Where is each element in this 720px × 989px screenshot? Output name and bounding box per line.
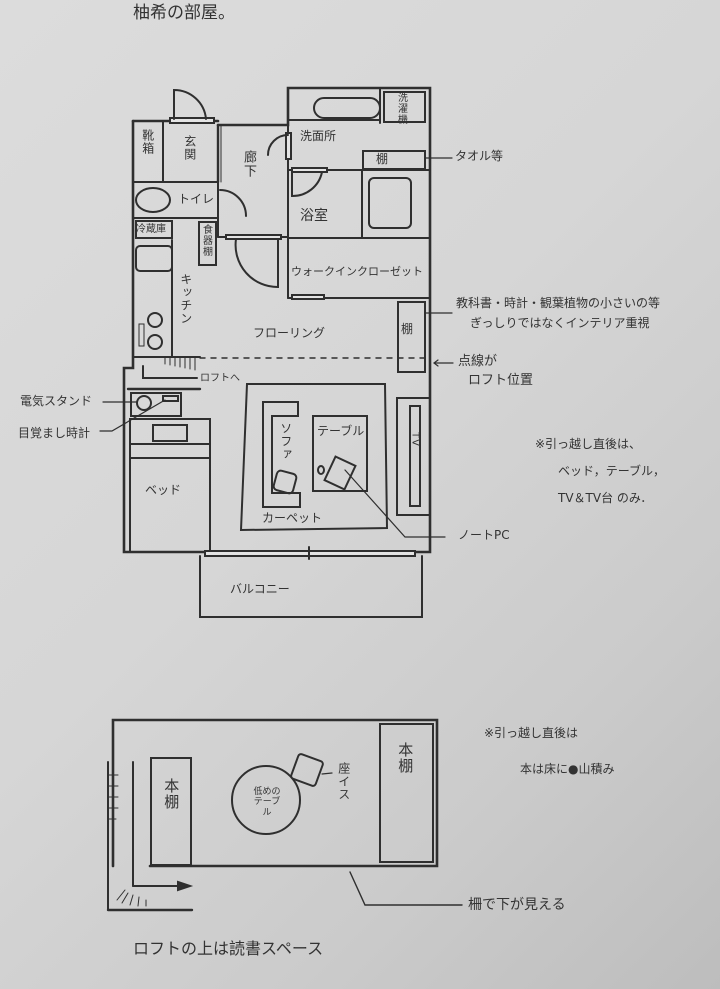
towel-note: タオル等 <box>455 149 504 163</box>
loft-note-line1: ※引っ越し直後は <box>484 726 579 740</box>
leader-lines <box>99 157 454 432</box>
sofa-label: ソファ <box>278 422 293 461</box>
move-note-line1: ※引っ越し直後は、 <box>535 437 642 451</box>
dotted-note-line1: 点線が <box>458 354 498 369</box>
loft-ladder-arrow <box>142 365 198 379</box>
fridge-label: 冷蔵庫 <box>136 224 166 235</box>
floor-chair <box>290 753 324 787</box>
flooring-label: フローリング <box>253 326 326 340</box>
loft-plan <box>106 718 463 912</box>
carpet-outline <box>239 383 389 532</box>
fence-note: 柵で下が見える <box>468 897 566 913</box>
wash-shelf-label: 棚 <box>376 152 389 166</box>
toilet-door <box>219 189 247 217</box>
sofa <box>262 401 301 508</box>
washer-label: 洗濯機 <box>395 92 407 125</box>
stove-burner <box>147 334 163 350</box>
floor-chair-label: 座イス <box>336 762 351 801</box>
table <box>312 415 368 492</box>
low-table-label: 低めのテーブル <box>253 787 281 818</box>
tv-stand <box>396 397 431 516</box>
laptop-label: ノートPC <box>458 528 510 542</box>
cupboard-box <box>198 221 217 266</box>
tv <box>409 405 421 507</box>
table-label: テーブル <box>317 424 365 438</box>
main-shelf-label: 棚 <box>401 322 414 336</box>
laptop <box>323 455 357 491</box>
toilet-label: トイレ <box>178 192 215 206</box>
lamp <box>136 395 152 411</box>
alarm-clock <box>162 395 179 402</box>
move-note-line2: ベッド，テーブル， <box>558 464 666 478</box>
loft-bookshelf-right-label: 本棚 <box>396 742 415 774</box>
pillow <box>152 424 188 442</box>
loft-bookshelf-left-label: 本棚 <box>162 778 181 810</box>
closet-label: ウォークインクローゼット <box>291 265 423 278</box>
balcony-outline <box>199 555 423 618</box>
mouse <box>317 465 325 475</box>
alarm-clock-label: 目覚まし時計 <box>18 426 91 440</box>
room-door <box>234 238 279 289</box>
corridor-label: 廊下 <box>240 150 256 178</box>
bathtub <box>368 177 412 229</box>
bathroom-label: 浴室 <box>300 208 328 224</box>
fence-leader <box>349 871 463 906</box>
bath-door <box>291 171 323 198</box>
washroom-door <box>267 134 289 156</box>
shelf-note-line2: ぎっしりではなくインテリア重視 <box>470 316 650 330</box>
fridge-box <box>135 220 173 239</box>
shoe-box-label: 靴箱 <box>140 129 155 155</box>
washbasin <box>313 97 381 119</box>
washer-box <box>383 91 426 123</box>
low-table <box>231 765 301 835</box>
entrance-label: 玄関 <box>182 135 197 161</box>
sink <box>135 245 173 272</box>
cushion <box>272 469 298 495</box>
main-shelf <box>397 301 426 373</box>
loft-note-line2: 本は床に●山積み <box>520 762 615 776</box>
tv-label: TV <box>409 432 421 447</box>
washroom-label: 洗面所 <box>300 129 337 143</box>
move-note-line3: TV＆TV台 のみ． <box>558 491 653 505</box>
nightstand <box>130 392 182 417</box>
towel-shelf <box>362 150 426 170</box>
stove-burner <box>147 312 163 328</box>
laptop-leader <box>344 469 446 538</box>
balcony-label: バルコニー <box>230 582 290 596</box>
to-loft-label: ロフトへ <box>200 373 240 384</box>
bed-label: ベッド <box>145 483 182 497</box>
carpet-label: カーペット <box>262 511 323 525</box>
kitchen-label: キッチン <box>178 273 193 325</box>
dotted-note-line2: ロフト位置 <box>468 373 534 388</box>
toilet-bowl <box>135 187 171 213</box>
page-title: 柚希の部屋。 <box>133 3 235 23</box>
shelf-note-line1: 教科書・時計・観葉植物の小さいの等 <box>456 296 661 310</box>
cupboard-label: 食器棚 <box>200 224 212 257</box>
lamp-label: 電気スタンド <box>20 394 93 408</box>
entrance-door <box>169 88 215 124</box>
loft-caption: ロフトの上は読書スペース <box>133 939 324 958</box>
bed-frame <box>129 418 211 553</box>
